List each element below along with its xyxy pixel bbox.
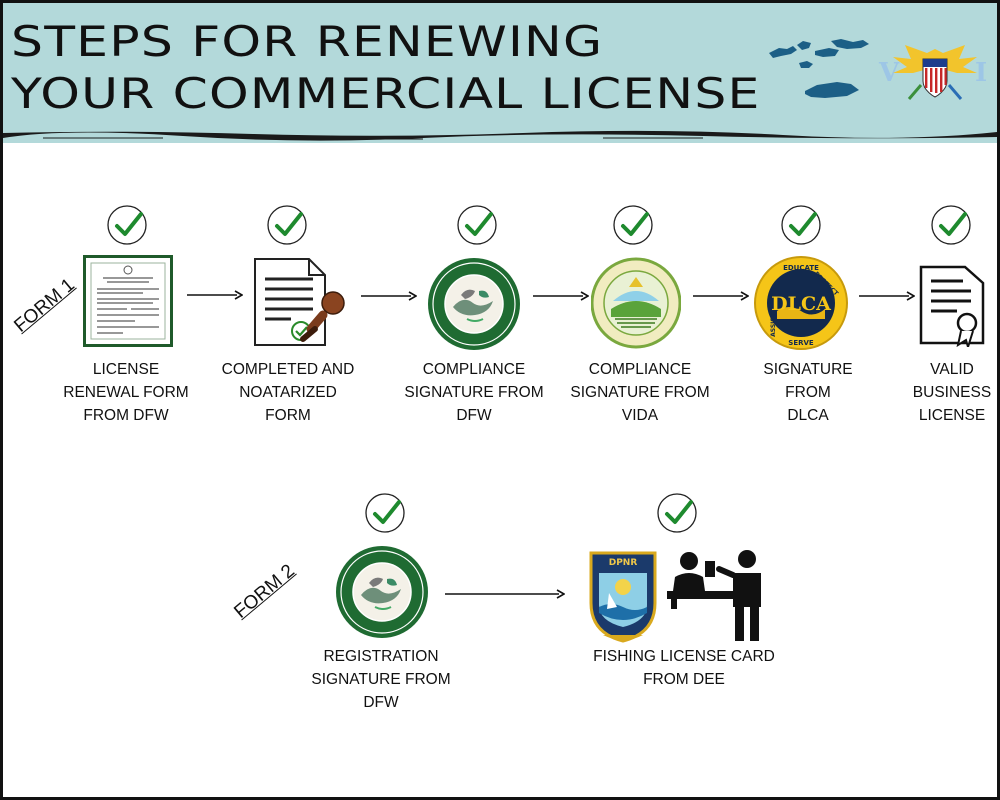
label-line: SIGNATURE FROM	[570, 384, 710, 401]
header-banner: STEPS FOR RENEWING YOUR COMMERCIAL LICEN…	[3, 3, 997, 143]
arrow-right-icon	[445, 589, 565, 599]
page-title-line-1: STEPS FOR RENEWING	[11, 17, 604, 66]
label-line: SIGNATURE FROM	[311, 671, 451, 688]
dlca-ring-text-bottom: SERVE	[788, 339, 814, 347]
arrow-right-icon	[361, 291, 417, 301]
check-icon	[107, 205, 147, 245]
label-line: COMPLIANCE	[588, 361, 692, 378]
notary-stamp-icon	[254, 258, 345, 346]
step-label-dfw-compliance: COMPLIANCE SIGNATURE FROM DFW	[399, 358, 549, 427]
label-line: DFW	[363, 694, 399, 711]
label-line: VIDA	[621, 407, 659, 424]
agriculture-seal-icon	[591, 257, 681, 349]
header-brush-stroke	[3, 130, 997, 141]
license-form-icon	[83, 255, 173, 347]
step-label-registration: REGISTRATION SIGNATURE FROM DFW	[306, 645, 456, 714]
enforcement-badge-icon: DPNR	[589, 551, 657, 643]
step-label-notarized-form: COMPLETED AND NOATARIZED FORM	[213, 358, 363, 427]
arrow-right-icon	[693, 291, 749, 301]
step-label-dlca-signature: SIGNATURE FROM DLCA	[733, 358, 883, 427]
label-line: BUSINESS	[912, 384, 992, 401]
form-2-tag: FORM 2	[230, 560, 299, 623]
label-line: COMPLIANCE	[422, 361, 526, 378]
step-label-fishing-card: FISHING LICENSE CARD FROM DEE	[579, 645, 789, 691]
label-line: COMPLETED AND	[221, 361, 355, 378]
certificate-icon	[919, 265, 985, 347]
label-line: LICENSE	[918, 407, 986, 424]
dlca-ring-text-left: ASSIST	[770, 312, 777, 337]
label-line: FISHING LICENSE CARD	[593, 648, 775, 665]
label-line: DLCA	[787, 407, 829, 424]
check-icon	[365, 493, 405, 533]
virgin-islands-flag-icon: V I	[878, 45, 987, 100]
label-line: SIGNATURE	[763, 361, 853, 378]
dlca-center-text: DLCA	[771, 293, 831, 315]
dlca-ring-text-top: EDUCATE	[783, 264, 819, 272]
label-line: FROM DEE	[643, 671, 725, 688]
dfw-seal-icon	[336, 546, 428, 638]
label-line: REGISTRATION	[323, 648, 439, 665]
label-line: RENEWAL FORM	[63, 384, 189, 401]
label-line: FORM	[265, 407, 311, 424]
check-icon	[267, 205, 307, 245]
check-icon	[657, 493, 697, 533]
virgin-islands-map-icon	[769, 39, 869, 98]
label-line: VALID	[930, 361, 974, 378]
dlca-seal-icon: EDUCATE SERVE PROTECT ASSIST DLCA	[754, 256, 848, 350]
dee-badge-top-text: DPNR	[609, 558, 638, 568]
step-label-vida-compliance: COMPLIANCE SIGNATURE FROM VIDA	[565, 358, 715, 427]
counter-service-icon	[667, 550, 761, 641]
arrow-right-icon	[859, 291, 915, 301]
flag-letter-i: I	[975, 58, 987, 88]
arrow-right-icon	[533, 291, 589, 301]
step-label-license-renewal: LICENSE RENEWAL FORM FROM DFW	[51, 358, 201, 427]
check-icon	[931, 205, 971, 245]
arrow-right-icon	[187, 290, 243, 300]
label-line: SIGNATURE FROM	[404, 384, 544, 401]
check-icon	[781, 205, 821, 245]
label-line: DFW	[456, 407, 492, 424]
label-line: LICENSE	[92, 361, 160, 378]
label-line: FROM	[785, 384, 831, 401]
label-line: FROM DFW	[83, 407, 169, 424]
form-1-tag: FORM 1	[10, 274, 79, 337]
flag-letter-v: V	[878, 58, 900, 88]
check-icon	[457, 205, 497, 245]
page-title-line-2: YOUR COMMERCIAL LICENSE	[11, 69, 761, 118]
check-icon	[613, 205, 653, 245]
label-line: NOATARIZED	[239, 384, 337, 401]
dfw-seal-icon	[428, 258, 520, 350]
step-label-valid-license: VALID BUSINESS LICENSE	[897, 358, 997, 427]
